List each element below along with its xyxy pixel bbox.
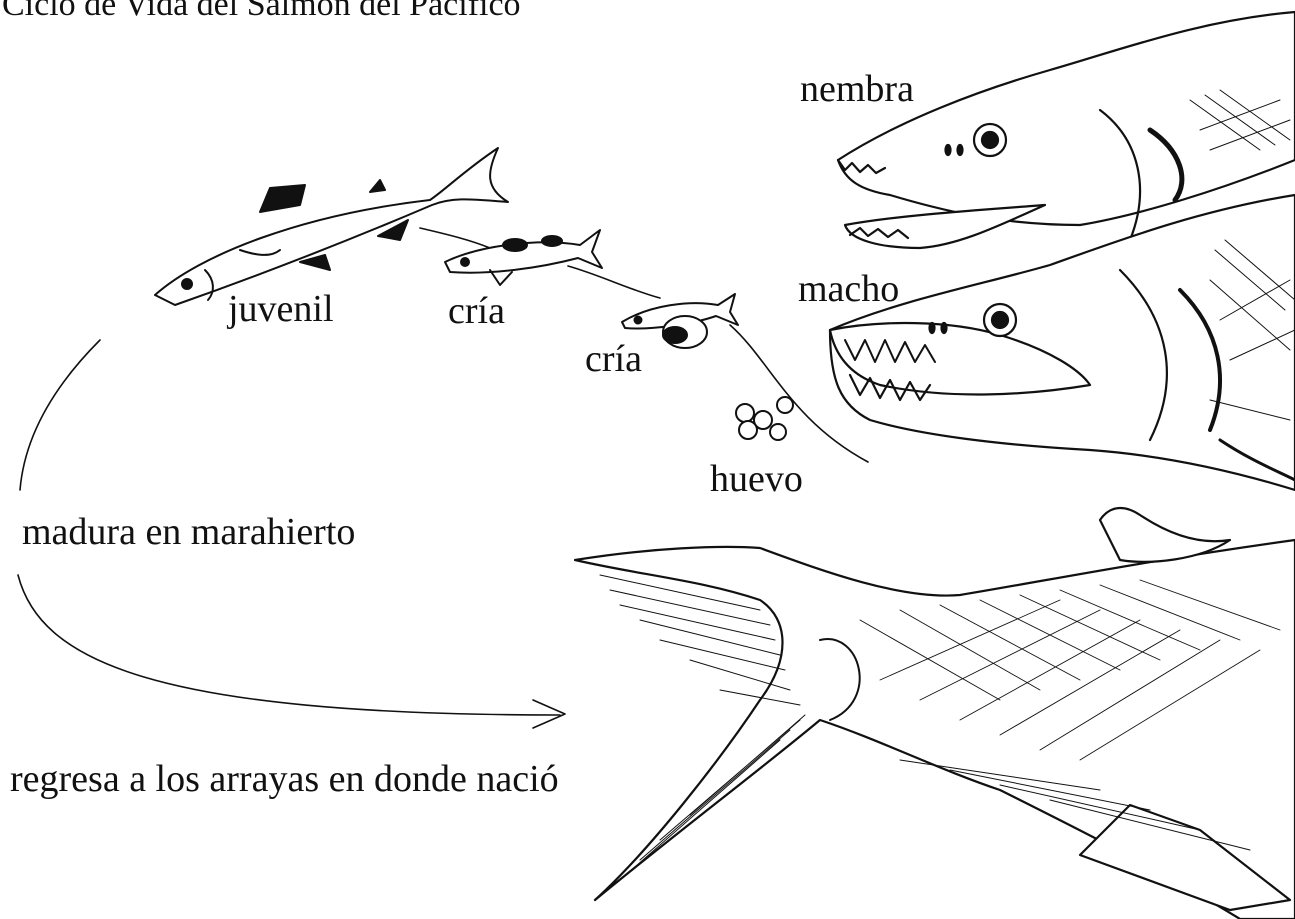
ocean-arc-bottom: [18, 575, 560, 715]
adult-tail: [575, 508, 1295, 919]
label-juvenile: juvenil: [228, 290, 334, 328]
label-fry-1: cría: [448, 292, 505, 330]
return-arrowhead: [533, 700, 565, 728]
label-female: nembra: [800, 70, 914, 108]
eggs: [736, 397, 793, 440]
fry-fish-1: [445, 230, 602, 285]
label-return: regresa a los arrayas en donde nació: [10, 760, 559, 798]
ocean-arc-top: [20, 340, 100, 490]
label-fry-2: cría: [585, 340, 642, 378]
connector-juvenile-fry: [420, 228, 490, 248]
label-egg: huevo: [710, 460, 803, 498]
label-male: macho: [798, 270, 899, 308]
label-ocean: madura en marahierto: [22, 513, 355, 551]
connector-fry-fry: [568, 266, 660, 298]
juvenile-fish: [155, 148, 508, 305]
